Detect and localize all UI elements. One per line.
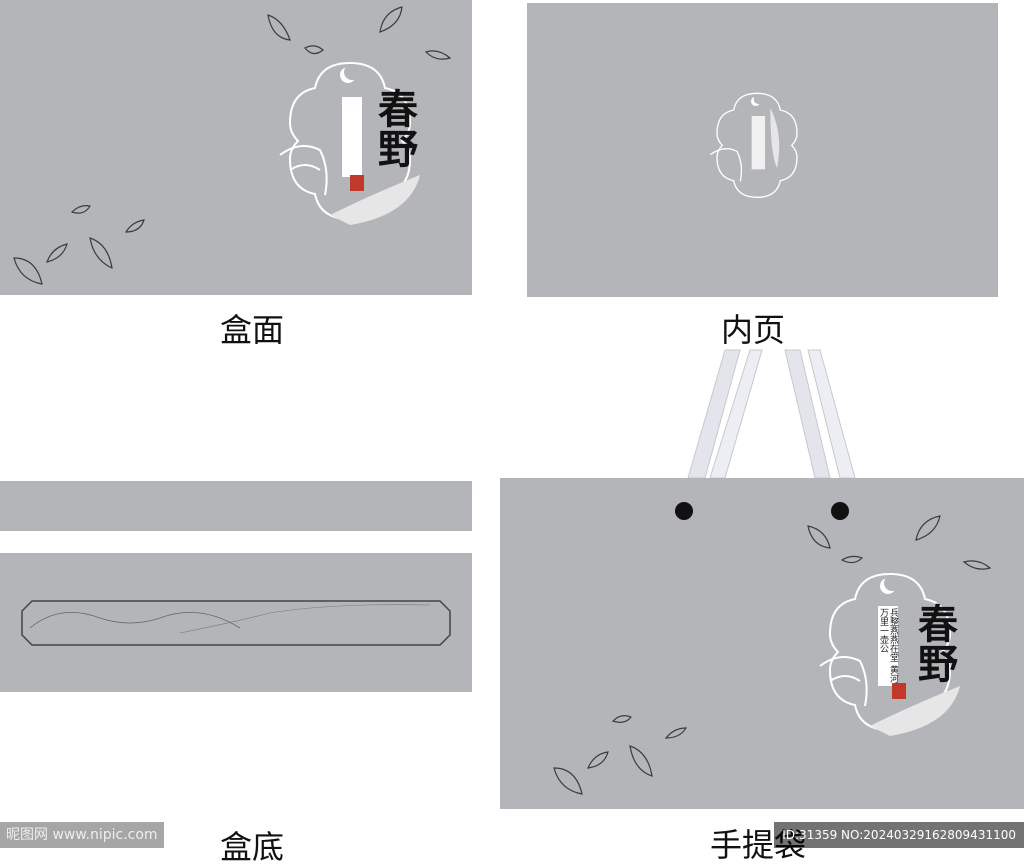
tote-handles <box>687 349 856 479</box>
emblem-title-box-top: 春野 <box>371 88 418 168</box>
emblem-poem-tote: 兵整燕燕在堂 黄河万里一壶公 <box>878 608 898 688</box>
box-top-panel: 春野 <box>0 0 472 295</box>
emblem-tote <box>819 572 960 736</box>
label-box-top: 盒面 <box>219 311 284 349</box>
emblem-title-tote: 春野 <box>911 603 958 683</box>
emblem-box-top <box>279 61 420 225</box>
tote-bag-panel: 春野 兵整燕燕在堂 黄河万里一壶公 <box>500 478 1024 809</box>
emblem-poem-line-2: 黄河万里一壶公 <box>878 608 898 683</box>
box-bottom-strip <box>0 481 472 531</box>
inner-page-panel <box>527 3 998 297</box>
label-inner-page: 内页 <box>720 311 785 349</box>
box-bottom-panel <box>0 553 472 692</box>
watermark-left: 昵图网 www.nipic.com <box>0 822 164 848</box>
emblem-inner-page <box>709 92 798 199</box>
leaves-top-right <box>13 6 452 285</box>
tote-eyelets <box>553 502 992 795</box>
label-box-bottom: 盒底 <box>219 828 284 866</box>
watermark-right: ID:31359 NO:20240329162809431100 <box>774 822 1024 848</box>
box-bottom-frame <box>21 600 451 646</box>
seal-stamp-tote <box>892 683 906 699</box>
emblem-poem-line-1: 兵整燕燕在堂 <box>888 608 898 662</box>
seal-stamp <box>350 175 364 191</box>
